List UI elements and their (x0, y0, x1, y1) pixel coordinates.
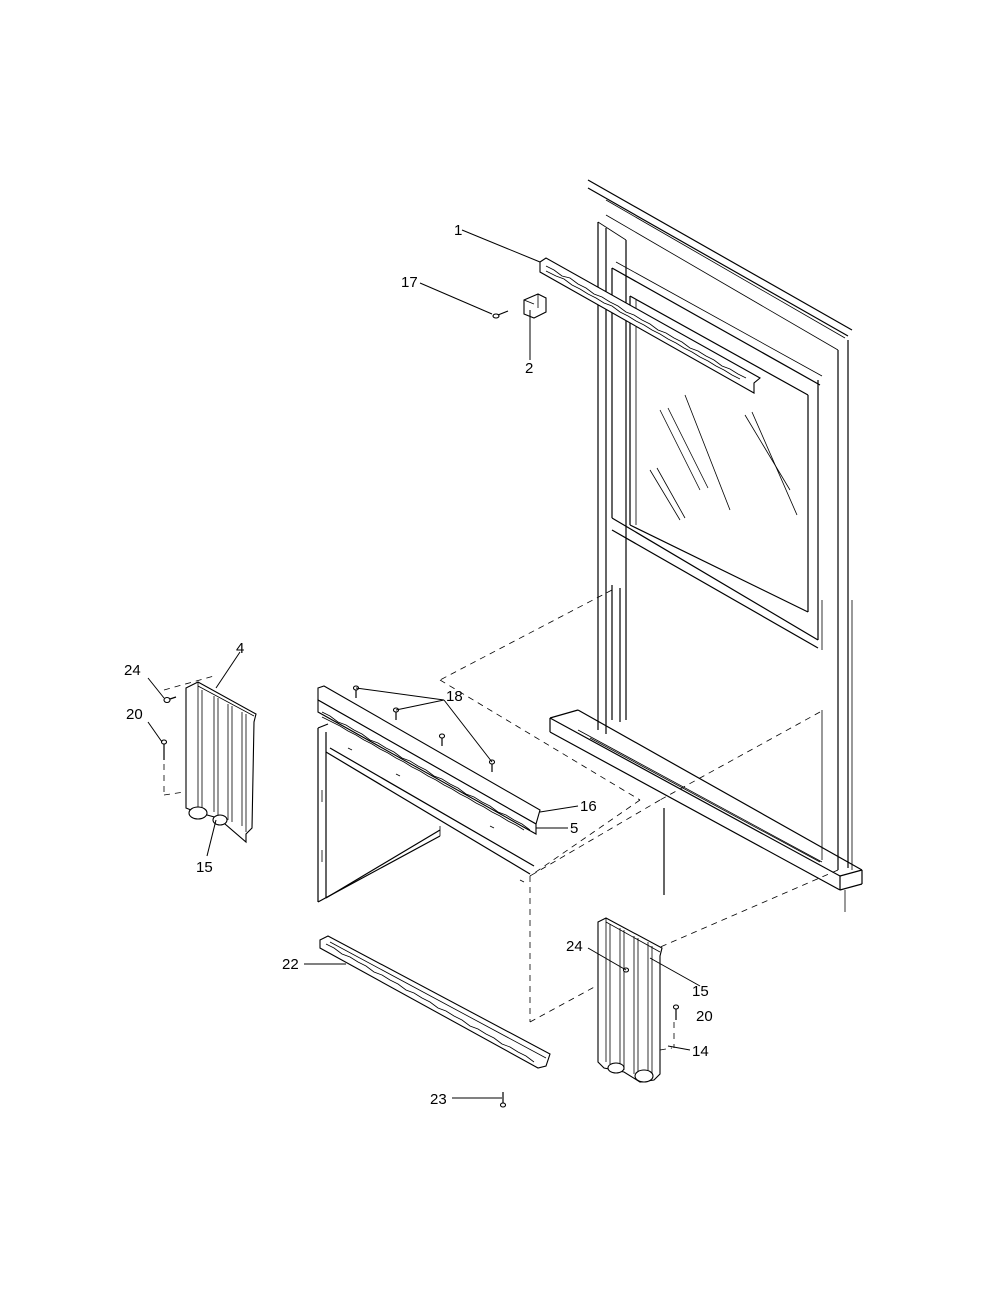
callout-5: 5 (570, 820, 578, 837)
part-17-screw (492, 310, 509, 319)
left-side-curtain (185, 681, 257, 844)
callout-22: 22 (282, 956, 299, 973)
part-18-screws (352, 685, 496, 772)
part-16-5-front-rail (317, 685, 541, 835)
left-screws (160, 696, 177, 760)
part-2-bracket (523, 293, 547, 319)
callout-17: 17 (401, 274, 418, 291)
callout-16: 16 (580, 798, 597, 815)
callout-1: 1 (454, 222, 462, 239)
callout-23: 23 (430, 1091, 447, 1108)
callout-18: 18 (446, 688, 463, 705)
assembly-guide-lines (163, 589, 839, 1051)
leader-lines (147, 229, 701, 1099)
part-1-top-rail (539, 257, 761, 394)
callout-24-right: 24 (566, 938, 583, 955)
callout-4: 4 (236, 640, 244, 657)
part-22-bottom-rail (319, 935, 551, 1069)
callout-20-left: 20 (126, 706, 143, 723)
callout-15-left: 15 (196, 859, 213, 876)
callout-20-right: 20 (696, 1008, 713, 1025)
mounting-frame (317, 723, 535, 903)
right-side-curtain (597, 917, 663, 1083)
callout-2: 2 (525, 360, 533, 377)
part-23-screw (499, 1092, 507, 1108)
callout-15-right: 15 (692, 983, 709, 1000)
callout-24-left: 24 (124, 662, 141, 679)
callout-14: 14 (692, 1043, 709, 1060)
callout-labels: 1 17 2 4 24 20 15 18 16 5 22 24 15 20 14… (124, 222, 713, 1108)
